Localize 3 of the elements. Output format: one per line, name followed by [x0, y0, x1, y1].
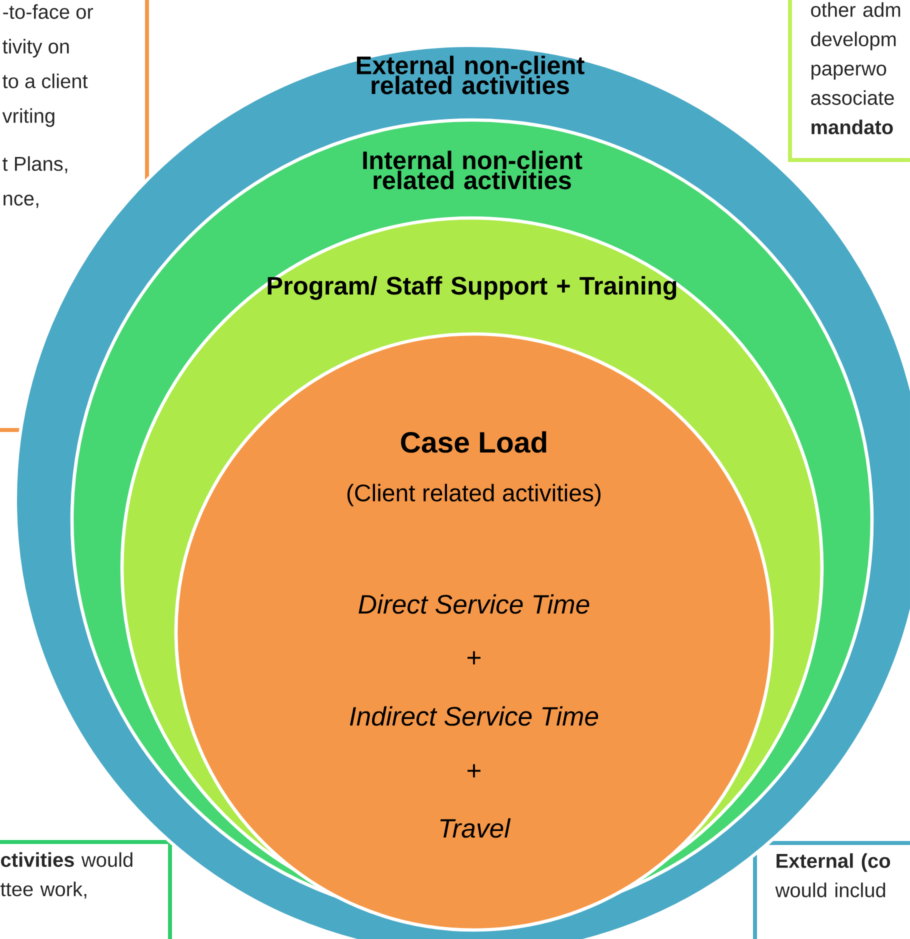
note-box: ctivities would ttee work, — [0, 840, 172, 939]
note-box: other adm developm paperwo associate mandato — [788, 0, 910, 162]
note-box: External (co would includ — [753, 841, 910, 939]
